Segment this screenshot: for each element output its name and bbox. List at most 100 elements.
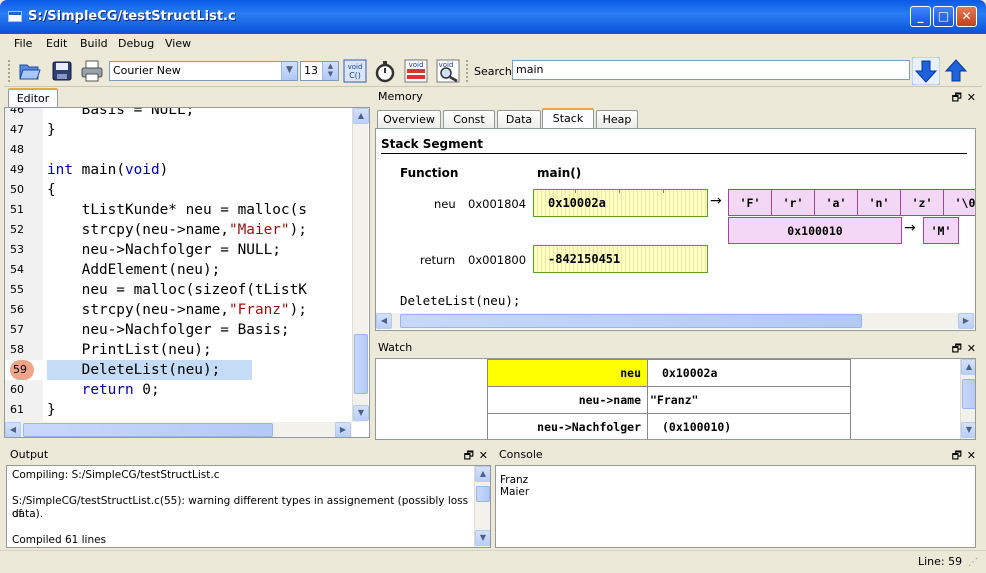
code-line[interactable]: 50{: [5, 180, 353, 200]
float-panel-icon[interactable]: 🗗: [951, 91, 962, 104]
editor-vscrollbar[interactable]: ▲ ▼: [352, 108, 369, 422]
heap-char[interactable]: 'M': [923, 217, 959, 244]
print-icon[interactable]: [80, 59, 104, 83]
close-panel-icon[interactable]: ✕: [966, 449, 976, 462]
tab-overview[interactable]: Overview: [377, 110, 441, 128]
code-line[interactable]: 53 neu->Nachfolger = NULL;: [5, 240, 353, 260]
code-line[interactable]: 47}: [5, 120, 353, 140]
tab-const[interactable]: Const: [443, 110, 495, 128]
console-panel-title: Console 🗗 ✕: [495, 448, 980, 463]
code-line[interactable]: 52 strcpy(neu->name,"Maier");: [5, 220, 353, 240]
memory-hscrollbar[interactable]: ◀ ▶: [376, 313, 975, 329]
code-line[interactable]: 61}: [5, 400, 353, 420]
scroll-down-icon[interactable]: ▼: [353, 405, 369, 421]
close-button[interactable]: ✕: [956, 6, 977, 27]
scroll-left-icon[interactable]: ◀: [5, 422, 21, 437]
code-line[interactable]: 46 Basis = NULL;: [5, 108, 353, 120]
scroll-right-icon[interactable]: ▶: [958, 313, 974, 329]
heap-next-pointer[interactable]: 0x100010: [728, 217, 902, 244]
float-panel-icon[interactable]: 🗗: [951, 449, 962, 462]
tab-editor[interactable]: Editor: [8, 88, 58, 108]
code-line[interactable]: 55 neu = malloc(sizeof(tListK: [5, 280, 353, 300]
menu-edit[interactable]: Edit: [46, 37, 68, 50]
heap-char[interactable]: 'z': [900, 189, 944, 216]
watch-value[interactable]: 0x10002a: [647, 359, 851, 387]
code-line[interactable]: 56 strcpy(neu->name,"Franz");: [5, 300, 353, 320]
scroll-up-icon[interactable]: ▲: [475, 466, 490, 482]
search-input[interactable]: main: [512, 60, 910, 80]
minimize-button[interactable]: _: [910, 6, 931, 27]
search-previous-up-icon[interactable]: [942, 57, 970, 85]
tab-data[interactable]: Data: [497, 110, 541, 128]
code-line[interactable]: 54 AddElement(neu);: [5, 260, 353, 280]
heap-char[interactable]: 'F': [728, 189, 772, 216]
code-line[interactable]: 59 DeleteList(neu);: [5, 360, 353, 380]
console-title: Console: [499, 448, 543, 461]
font-select[interactable]: Courier New▼: [109, 61, 298, 81]
spinner-arrows-icon[interactable]: ▲▼: [322, 62, 338, 80]
watch-expr[interactable]: neu->Nachfolger: [487, 413, 648, 439]
menu-view[interactable]: View: [165, 37, 192, 50]
scroll-down-icon[interactable]: ▼: [475, 530, 490, 546]
menu-debug[interactable]: Debug: [118, 37, 155, 50]
var-value-neu[interactable]: 0x10002a: [533, 189, 708, 217]
heap-char[interactable]: 'n': [857, 189, 901, 216]
pointer-arrow: →: [710, 193, 722, 209]
save-icon[interactable]: [50, 59, 74, 83]
stopwatch-icon[interactable]: [373, 59, 397, 83]
tab-stack[interactable]: Stack: [542, 108, 594, 128]
scroll-thumb[interactable]: [400, 314, 862, 328]
scroll-thumb[interactable]: [476, 486, 490, 502]
scroll-thumb[interactable]: [23, 423, 273, 437]
code-line[interactable]: 48: [5, 140, 353, 160]
code-line[interactable]: 62: [5, 420, 353, 422]
code-line[interactable]: 58 PrintList(neu);: [5, 340, 353, 360]
scroll-up-icon[interactable]: ▲: [961, 359, 975, 375]
var-value-return[interactable]: -842150451: [533, 245, 708, 273]
resize-grip-icon[interactable]: ⋰: [968, 557, 978, 568]
scroll-right-icon[interactable]: ▶: [335, 422, 351, 437]
menu-file[interactable]: File: [14, 37, 33, 50]
watch-expr[interactable]: neu: [487, 359, 648, 387]
scroll-up-icon[interactable]: ▲: [353, 108, 369, 124]
memory-map-icon[interactable]: void: [404, 59, 428, 83]
search-input-value: main: [516, 63, 544, 76]
tab-heap[interactable]: Heap: [596, 110, 638, 128]
close-panel-icon[interactable]: ✕: [966, 342, 976, 355]
inspect-icon[interactable]: void: [436, 59, 460, 83]
chevron-down-icon[interactable]: ▼: [281, 62, 297, 80]
heap-char[interactable]: 'r': [771, 189, 815, 216]
float-panel-icon[interactable]: 🗗: [951, 342, 962, 355]
scroll-left-icon[interactable]: ◀: [376, 313, 392, 329]
heap-char[interactable]: 'a': [814, 189, 858, 216]
menu-build[interactable]: Build: [80, 37, 108, 50]
font-size-value: 13: [304, 64, 318, 77]
scroll-thumb[interactable]: [962, 379, 975, 409]
close-panel-icon[interactable]: ✕: [478, 449, 488, 462]
close-panel-icon[interactable]: ✕: [966, 91, 976, 104]
heap-char[interactable]: '\0: [943, 189, 975, 216]
watch-value[interactable]: (0x100010): [647, 413, 851, 439]
float-panel-icon[interactable]: 🗗: [463, 449, 474, 462]
scroll-down-icon[interactable]: ▼: [961, 422, 975, 438]
code-line[interactable]: 60 return 0;: [5, 380, 353, 400]
editor-hscrollbar[interactable]: ◀ ▶: [5, 422, 352, 437]
open-folder-icon[interactable]: [18, 59, 42, 83]
code-line[interactable]: 57 neu->Nachfolger = Basis;: [5, 320, 353, 340]
search-next-down-icon[interactable]: [912, 57, 940, 85]
watch-expr[interactable]: neu->name: [487, 386, 648, 414]
code-line[interactable]: 51 tListKunde* neu = malloc(s: [5, 200, 353, 220]
scroll-thumb[interactable]: [354, 334, 368, 394]
font-size-spinner[interactable]: 13 ▲▼: [300, 61, 339, 81]
watch-value[interactable]: "Franz": [647, 386, 851, 414]
maximize-button[interactable]: □: [933, 6, 954, 27]
title-bar[interactable]: S:/SimpleCG/testStructList.c _ □ ✕: [0, 0, 986, 34]
watch-vscrollbar[interactable]: ▲ ▼: [960, 359, 975, 439]
output-vscrollbar[interactable]: ▲ ▼: [474, 466, 490, 547]
